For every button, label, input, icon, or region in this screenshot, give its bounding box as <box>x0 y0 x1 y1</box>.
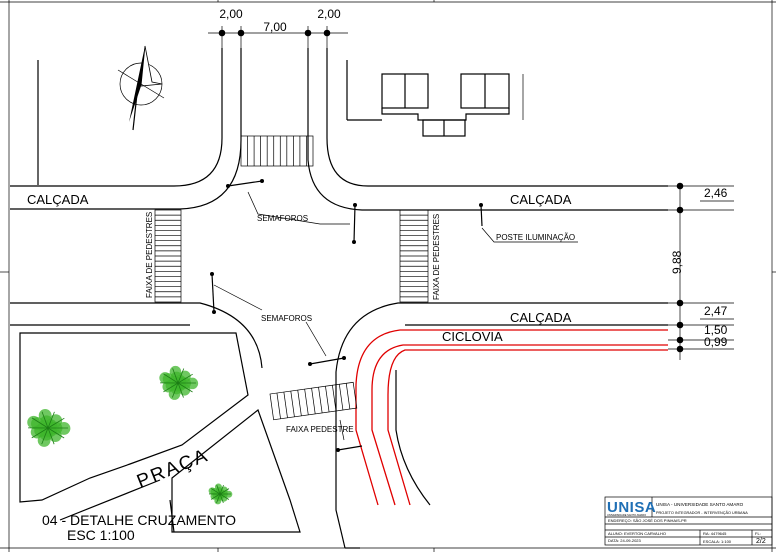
street-light-icon <box>336 203 483 452</box>
tb-sheet-label: FL: <box>755 531 761 536</box>
label-calcada-right-bottom: CALÇADA <box>510 310 572 325</box>
crosswalk-left <box>154 209 182 303</box>
traffic-light-icon <box>352 203 357 244</box>
buildings <box>37 60 524 185</box>
tb-sheet: 2/2 <box>756 538 766 545</box>
dimension-right: 2,46 9,88 2,47 1,50 0,99 <box>668 182 734 360</box>
title-block: UNISA UNIVERSIDADE SANTO AMARO UNISA - U… <box>604 496 773 546</box>
tree-icon <box>27 409 71 447</box>
traffic-light-icon <box>308 356 346 366</box>
road-geometry <box>10 48 668 549</box>
tb-institution: UNISA - UNIVERSIDADE SANTO AMARO <box>656 502 744 507</box>
label-faixa-right: FAIXA DE PEDESTRES <box>432 214 441 300</box>
dim-right-buffer: 0,99 <box>704 335 728 349</box>
label-ciclovia: CICLOVIA <box>442 329 503 344</box>
dim-right-sidewalk-top: 2,46 <box>704 186 728 200</box>
dim-top-right: 2,00 <box>317 7 341 21</box>
north-arrow-icon <box>117 45 165 131</box>
tb-project: PROJETO INTEGRADOR - INTERVENÇÃO URBANA <box>656 510 748 515</box>
tree-icon <box>208 483 233 505</box>
logo-subtitle: UNIVERSIDADE SANTO AMARO <box>607 513 646 517</box>
drawing-title: 04 - DETALHE CRUZAMENTO <box>42 512 236 528</box>
label-faixa-left: FAIXA DE PEDESTRES <box>145 212 154 298</box>
tb-student: ALUNO: EVERTON CARVALHO <box>608 531 666 536</box>
tb-scale: ESCALA: 1:100 <box>703 539 732 544</box>
tb-address: ENDEREÇO: SÃO JOSÉ DOS PINHAIS-PR <box>608 518 687 523</box>
logo: UNISA <box>607 499 656 516</box>
tree-icon <box>159 365 199 400</box>
dimension-top: 2,00 7,00 2,00 <box>208 7 348 48</box>
leader-lines <box>213 191 578 441</box>
traffic-light-icon <box>226 179 264 188</box>
label-semaforos-bottom: SEMAFOROS <box>261 314 312 323</box>
label-faixa-bottom: FAIXA PEDESTRE <box>286 425 354 434</box>
label-calcada-left: CALÇADA <box>27 192 89 207</box>
label-poste: POSTE ILUMINAÇÃO <box>496 233 575 242</box>
dim-right-bike-lane: 1,50 <box>704 323 728 337</box>
praca-block <box>19 332 301 533</box>
drawing-scale: ESC 1:100 <box>67 527 135 543</box>
tb-ra: RA: 4479645 <box>703 531 727 536</box>
tb-date: DATA: 24-09-2023 <box>608 538 642 543</box>
dim-top-center: 7,00 <box>263 20 287 34</box>
crosswalk-right <box>399 209 429 303</box>
crosswalk-bottom <box>269 381 358 421</box>
crosswalk-top <box>240 135 314 167</box>
dim-right-sidewalk-bottom: 2,47 <box>704 304 728 318</box>
traffic-light-icon <box>210 272 216 314</box>
label-calcada-right-top: CALÇADA <box>510 192 572 207</box>
dim-right-road: 9,88 <box>670 250 684 274</box>
dim-top-left: 2,00 <box>219 7 243 21</box>
label-semaforos-top: SEMAFOROS <box>257 214 308 223</box>
